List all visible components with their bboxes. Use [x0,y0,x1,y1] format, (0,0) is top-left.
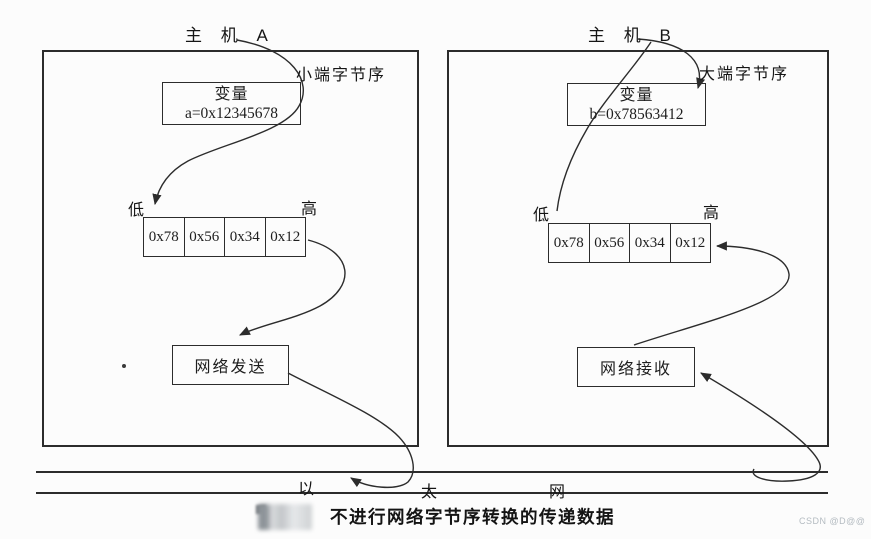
memory-byte-cell: 0x56 [590,224,630,262]
ethernet-bus-top-line [36,471,828,473]
host-a-variable-box: 变量 a=0x12345678 [162,82,301,125]
ethernet-label-char: 太 [421,484,438,501]
host-b-title: 主 机 B [588,26,678,45]
memory-byte-cell: 0x12 [270,228,301,245]
memory-byte-cell: 0x34 [630,224,671,262]
host-a-low-address-label: 低 [128,202,145,219]
host-a-memory-array: 0x78 0x56 0x34 0x12 [143,217,306,257]
network-receive-box: 网络接收 [577,347,695,387]
host-b-variable-box: 变量 b=0x78563412 [567,83,706,126]
host-b-memory-array: 0x78 0x56 0x34 0x12 [548,223,711,263]
host-a-panel [42,50,419,447]
ethernet-bus-bottom-line [36,492,828,494]
figure-number-redacted [258,504,312,530]
variable-value: a=0x12345678 [184,105,279,122]
host-a-title: 主 机 A [185,26,275,45]
memory-byte-cell: 0x34 [225,218,266,256]
network-send-box: 网络发送 [172,345,289,385]
memory-byte-cell: 0x78 [549,224,590,262]
host-a-high-address-label: 高 [301,201,318,218]
memory-byte-cell: 0x56 [185,218,225,256]
memory-byte-cell: 0x12 [675,234,706,251]
ethernet-label-char: 以 [298,481,315,498]
figure-caption: 不进行网络字节序转换的传递数据 [330,507,615,527]
scan-speck [122,364,126,368]
memory-byte-cell: 0x78 [144,218,185,256]
host-b-low-address-label: 低 [533,207,550,224]
host-b-high-address-label: 高 [703,205,720,222]
variable-label: 变量 [619,87,654,104]
variable-value: b=0x78563412 [589,106,684,123]
csdn-watermark: CSDN @D@@ [799,516,866,526]
host-b-panel [447,50,829,447]
variable-label: 变量 [214,86,249,103]
host-a-byte-order-label: 小端字节序 [296,67,387,84]
ethernet-label-char: 网 [549,484,566,501]
host-b-byte-order-label: 大端字节序 [699,66,790,83]
